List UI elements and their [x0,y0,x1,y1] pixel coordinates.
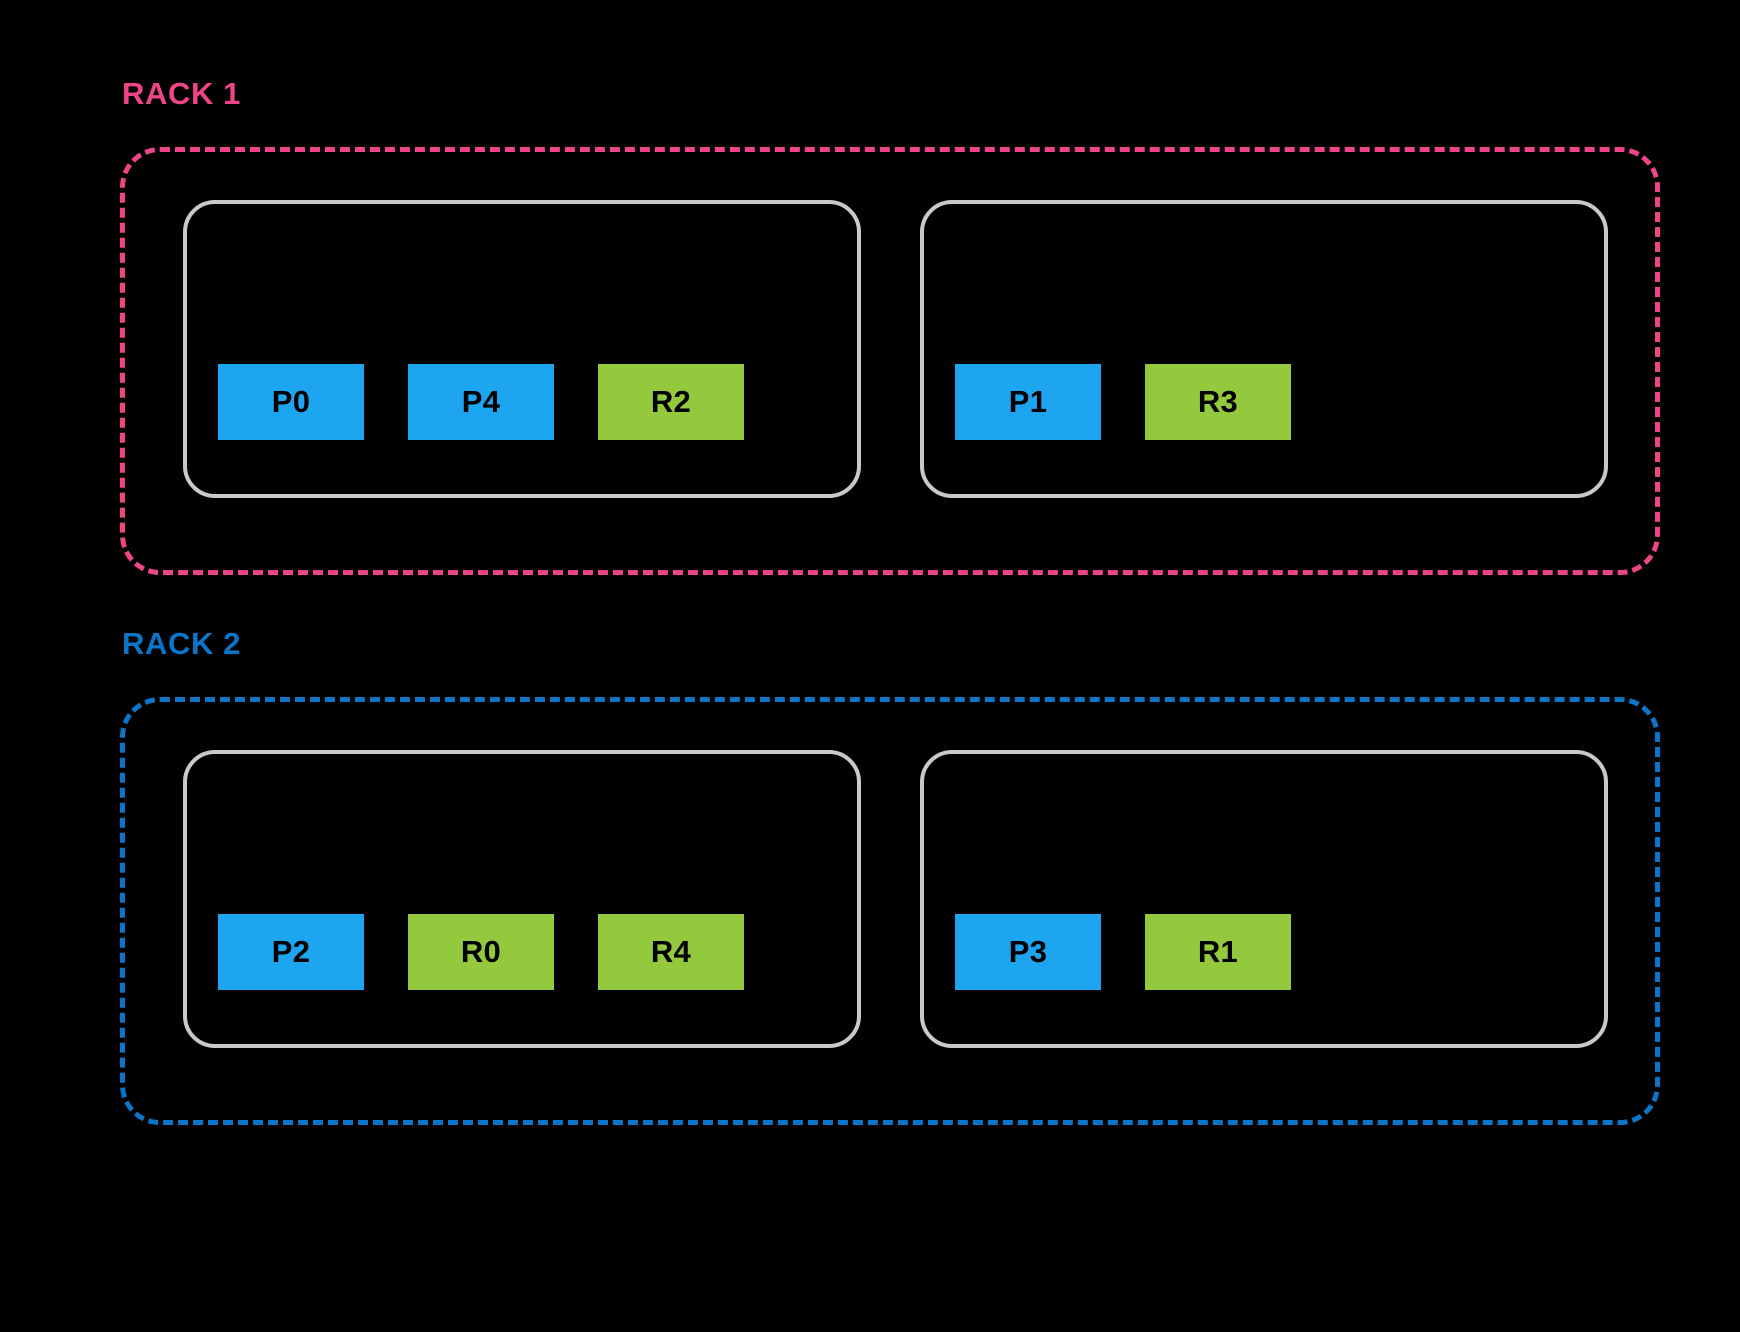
replica-chip: R2 [598,364,744,440]
replica-chip: R0 [408,914,554,990]
rack-1-node-1: P0 P4 R2 [183,200,861,498]
partition-chip: P0 [218,364,364,440]
replica-chip: R3 [1145,364,1291,440]
rack-2-node-1-chips: P2 R0 R4 [218,914,744,990]
rack-1-node-2: P1 R3 [920,200,1608,498]
rack-2-node-1: P2 R0 R4 [183,750,861,1048]
rack-2-node-2: P3 R1 [920,750,1608,1048]
replica-chip: R4 [598,914,744,990]
partition-chip: P4 [408,364,554,440]
rack-2-node-2-chips: P3 R1 [955,914,1291,990]
replica-chip: R1 [1145,914,1291,990]
rack-2-label: RACK 2 [122,626,242,661]
partition-chip: P1 [955,364,1101,440]
rack-1-label: RACK 1 [122,76,242,111]
rack-1-node-1-chips: P0 P4 R2 [218,364,744,440]
rack-2-container [120,697,1660,1125]
partition-chip: P3 [955,914,1101,990]
rack-1-container [120,147,1660,575]
rack-1-node-2-chips: P1 R3 [955,364,1291,440]
partition-chip: P2 [218,914,364,990]
